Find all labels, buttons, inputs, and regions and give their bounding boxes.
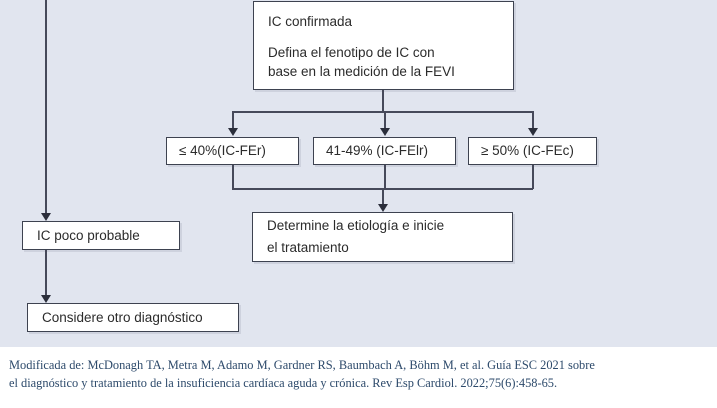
connector-drop-felr: [384, 111, 386, 129]
node-ic-poco-probable-label: IC poco probable: [37, 227, 140, 243]
node-etiologia-line2: el tratamiento: [267, 240, 349, 255]
connector-drop-fec: [532, 111, 534, 129]
figure-caption-line2: el diagnóstico y tratamiento de la insuf…: [9, 375, 558, 390]
connector-split-bus: [232, 111, 533, 113]
arrowhead-felr: [380, 128, 390, 136]
connector-riser-fer: [232, 165, 234, 189]
arrowhead-fer: [228, 128, 238, 136]
node-considere-otro-diagnostico: Considere otro diagnóstico: [27, 303, 239, 332]
arrowhead-otro-diagnostico: [41, 295, 51, 303]
arrowhead-fec: [528, 128, 538, 136]
arrowhead-poco-probable: [41, 213, 51, 221]
connector-left-incoming: [45, 0, 47, 215]
figure-caption-line1: Modificada de: McDonagh TA, Metra M, Ada…: [9, 358, 595, 372]
connector-riser-felr: [384, 165, 386, 189]
node-considere-otro-diagnostico-label: Considere otro diagnóstico: [42, 309, 203, 325]
node-ic-confirmada-line1: IC confirmada: [268, 14, 353, 29]
connector-drop-fer: [232, 111, 234, 129]
node-icfer: ≤ 40%(IC-FEr): [166, 137, 299, 165]
node-icfelr: 41-49% (IC-FElr): [313, 137, 456, 165]
node-etiologia-tratamiento: Determine la etiología e inicie el trata…: [252, 212, 513, 262]
connector-etiologia-stem: [382, 188, 384, 206]
node-icfec: ≥ 50% (IC-FEc): [468, 137, 597, 165]
connector-poco-probable-to-otro: [45, 250, 47, 297]
node-icfec-label: ≥ 50% (IC-FEc): [481, 143, 574, 159]
diagram-panel: IC confirmada Defina el fenotipo de IC c…: [0, 0, 717, 347]
figure-caption: Modificada de: McDonagh TA, Metra M, Ada…: [0, 352, 717, 393]
arrowhead-etiologia: [378, 204, 388, 212]
node-ic-poco-probable: IC poco probable: [22, 221, 180, 250]
node-etiologia-line1: Determine la etiología e inicie: [267, 218, 445, 234]
node-ic-confirmada-line2: Defina el fenotipo de IC con: [268, 44, 435, 60]
node-icfer-label: ≤ 40%(IC-FEr): [179, 143, 266, 159]
node-ic-confirmada: IC confirmada Defina el fenotipo de IC c…: [253, 1, 514, 90]
node-icfelr-label: 41-49% (IC-FElr): [326, 143, 429, 159]
connector-confirmada-stem: [382, 90, 384, 112]
connector-riser-fec: [532, 165, 534, 189]
node-ic-confirmada-line3: base en la medición de la FEVI: [268, 64, 455, 80]
